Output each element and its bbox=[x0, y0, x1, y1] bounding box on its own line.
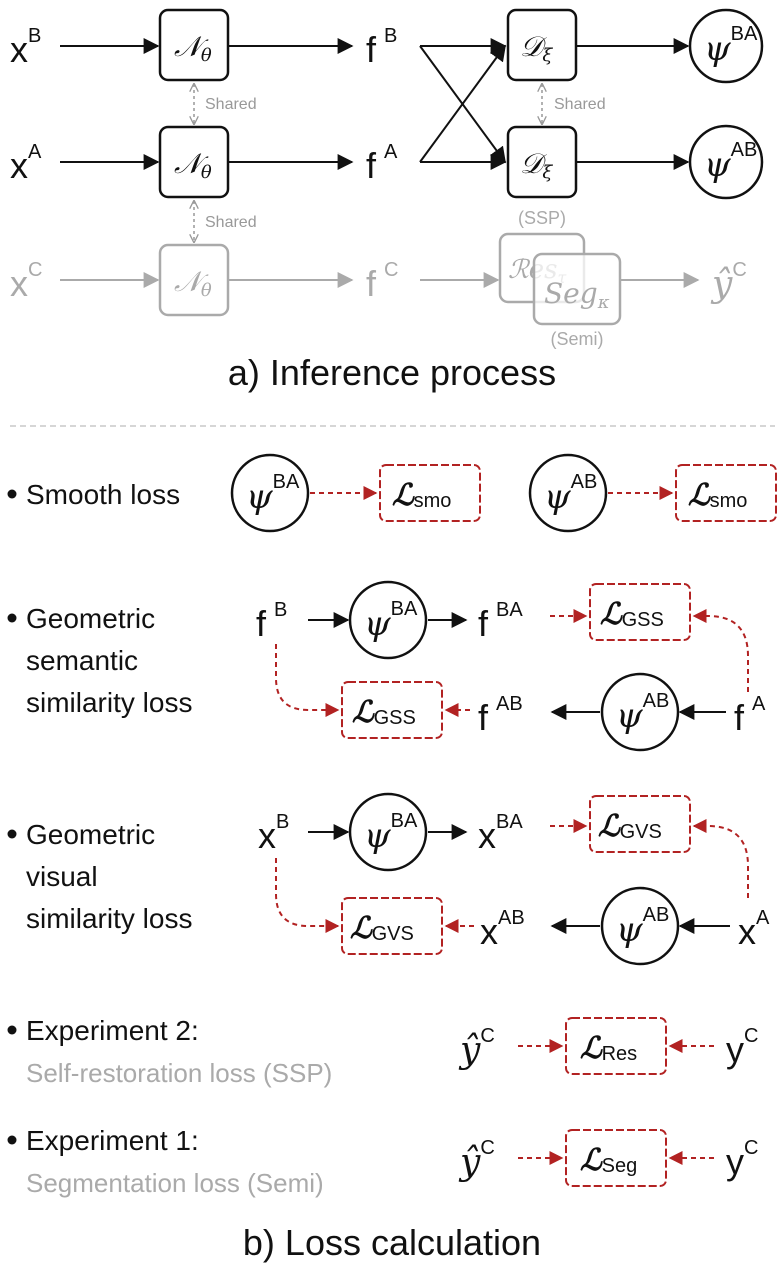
gss-psiBA-node bbox=[348, 580, 428, 660]
gss-label-line-3: similarity loss bbox=[26, 687, 192, 718]
semi-label: (Semi) bbox=[551, 329, 604, 349]
input-xA: xA bbox=[10, 141, 42, 186]
exp1-loss-box bbox=[565, 1129, 667, 1187]
gvs-psiBA-label: ψBA bbox=[364, 810, 418, 856]
psiBA-label: ψBA bbox=[704, 23, 758, 69]
gss-label-line-2: semantic bbox=[26, 645, 138, 676]
gvs-loss-box-top bbox=[589, 795, 691, 853]
gss-label-line-1: Geometric bbox=[26, 603, 155, 634]
exp2-loss-box bbox=[565, 1017, 667, 1075]
gss-psiBA-label: ψBA bbox=[364, 598, 418, 644]
smooth-psiBA-label: ψBA bbox=[246, 471, 300, 517]
exp2-label: Experiment 2: bbox=[26, 1015, 199, 1046]
exp1-yC: yC bbox=[726, 1137, 758, 1182]
gss-loss-box-top bbox=[589, 583, 691, 641]
gvs-xA: xA bbox=[738, 907, 770, 952]
smooth-loss-label-2: ℒsmo bbox=[688, 478, 747, 513]
exp2-yhatC: ŷC bbox=[458, 1025, 495, 1071]
exp2-desc: Self-restoration loss (SSP) bbox=[26, 1058, 332, 1088]
gss-psiAB-node bbox=[600, 672, 680, 752]
smooth-psiAB-label: ψAB bbox=[544, 471, 597, 517]
gss-arrow-fA-to-loss-top bbox=[692, 609, 749, 692]
smooth-loss-label-1: ℒsmo bbox=[392, 478, 451, 513]
input-xB: xB bbox=[10, 25, 41, 70]
exp1-yhatC: ŷC bbox=[458, 1137, 495, 1183]
gvs-loss-label-bottom: ℒGVS bbox=[350, 911, 414, 946]
gvs-label-line-3: similarity loss bbox=[26, 903, 192, 934]
exp1-loss-label: ℒSeg bbox=[580, 1143, 637, 1178]
segmentation-label: Segκ bbox=[544, 277, 610, 313]
inference-title: a) Inference process bbox=[228, 352, 556, 393]
psiBA-node bbox=[688, 8, 764, 84]
gss-loss-label-bottom: ℒGSS bbox=[352, 695, 416, 730]
exp1-label: Experiment 1: bbox=[26, 1125, 199, 1156]
smooth-psiAB-node bbox=[528, 453, 608, 533]
loss-section: Smooth loss ψBA ℒsmo ψAB ℒsmo Geometric … bbox=[7, 453, 777, 1263]
gss-loss-label-top: ℒGSS bbox=[600, 597, 664, 632]
smooth-loss-box-1 bbox=[379, 464, 481, 522]
bullet-gvs bbox=[7, 829, 17, 839]
gvs-label-line-1: Geometric bbox=[26, 819, 155, 850]
gvs-loss-box-bottom bbox=[341, 897, 443, 955]
bullet-gss bbox=[7, 613, 17, 623]
smooth-psiBA-node bbox=[230, 453, 310, 533]
output-yhatC: ŷC bbox=[710, 259, 747, 305]
shared-label-2: Shared bbox=[205, 214, 257, 231]
loss-title: b) Loss calculation bbox=[243, 1222, 541, 1263]
exp2-yC: yC bbox=[726, 1025, 758, 1070]
gvs-xBA: xBA bbox=[478, 811, 523, 856]
exp2-loss-label: ℒRes bbox=[580, 1031, 637, 1066]
psiAB-label: ψAB bbox=[704, 139, 757, 185]
gvs-xB: xB bbox=[258, 811, 289, 856]
arrow-fA-to-decB bbox=[419, 44, 506, 163]
shared-label-dec: Shared bbox=[554, 96, 606, 113]
gss-loss-box-bottom bbox=[341, 681, 443, 739]
bullet-exp1 bbox=[7, 1135, 17, 1145]
shared-label-1: Shared bbox=[205, 96, 257, 113]
gvs-label-line-2: visual bbox=[26, 861, 98, 892]
gvs-psiAB-node bbox=[600, 886, 680, 966]
gvs-arrow-xB-to-loss-bottom bbox=[275, 858, 340, 933]
gss-arrow-fB-to-loss-bottom bbox=[275, 644, 340, 717]
gss-psiAB-label: ψAB bbox=[616, 690, 669, 736]
segmentation-box bbox=[532, 252, 622, 326]
smooth-label: Smooth loss bbox=[26, 479, 180, 510]
gvs-arrow-xA-to-loss-top bbox=[692, 819, 749, 898]
gvs-loss-label-top: ℒGVS bbox=[598, 809, 662, 844]
psiAB-node bbox=[688, 124, 764, 200]
gvs-xAB: xAB bbox=[480, 907, 525, 952]
input-xC: xC bbox=[10, 259, 42, 304]
gvs-psiAB-label: ψAB bbox=[616, 904, 669, 950]
gvs-psiBA-node bbox=[348, 792, 428, 872]
smooth-loss-box-2 bbox=[675, 464, 777, 522]
bullet-smooth bbox=[7, 489, 17, 499]
bullet-exp2 bbox=[7, 1025, 17, 1035]
exp1-desc: Segmentation loss (Semi) bbox=[26, 1168, 324, 1198]
ssp-label: (SSP) bbox=[518, 208, 566, 228]
